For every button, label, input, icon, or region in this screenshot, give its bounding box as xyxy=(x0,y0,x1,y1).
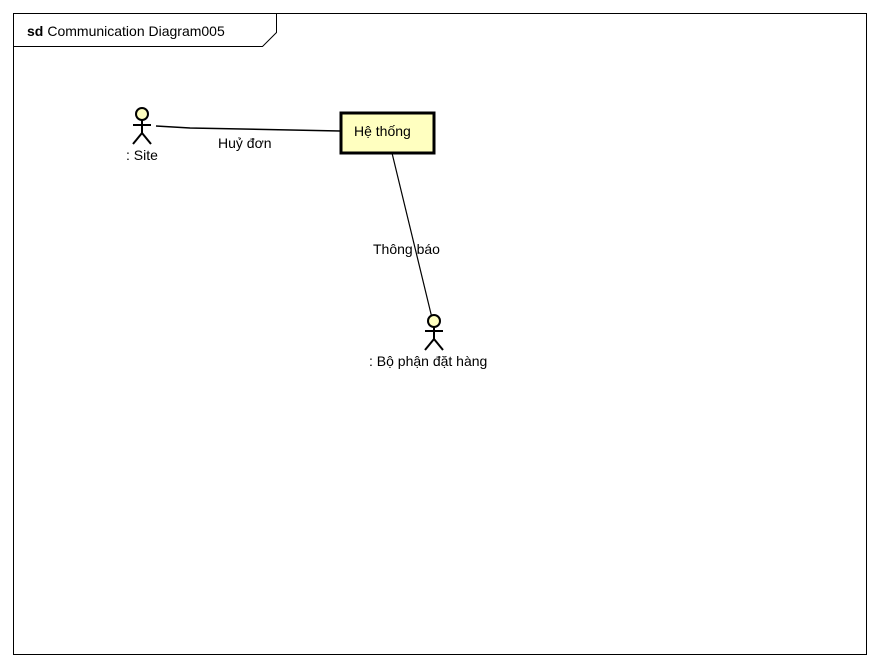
frame-title-tab xyxy=(13,13,277,47)
link-site-system[interactable] xyxy=(155,125,341,132)
lifeline-system[interactable]: Hệ thống xyxy=(339,111,436,155)
frame-name: Communication Diagram005 xyxy=(47,23,225,39)
actor-site-icon xyxy=(132,107,152,145)
lifeline-system-label: Hệ thống xyxy=(354,123,411,139)
actor-site-label: : Site xyxy=(126,147,158,163)
link-label-notify: Thông báo xyxy=(373,241,440,257)
frame-border xyxy=(13,13,867,655)
actor-order-dept-icon xyxy=(424,314,444,351)
actor-order-dept[interactable]: : Bộ phận đặt hàng xyxy=(369,314,487,369)
link-system-order-dept[interactable] xyxy=(391,152,433,319)
actor-site[interactable]: : Site xyxy=(126,107,158,163)
lifeline-system-box[interactable] xyxy=(339,111,436,155)
link-label-cancel: Huỷ đơn xyxy=(218,135,272,151)
actor-order-dept-label: : Bộ phận đặt hàng xyxy=(369,353,487,369)
frame-keyword: sd xyxy=(27,23,43,39)
